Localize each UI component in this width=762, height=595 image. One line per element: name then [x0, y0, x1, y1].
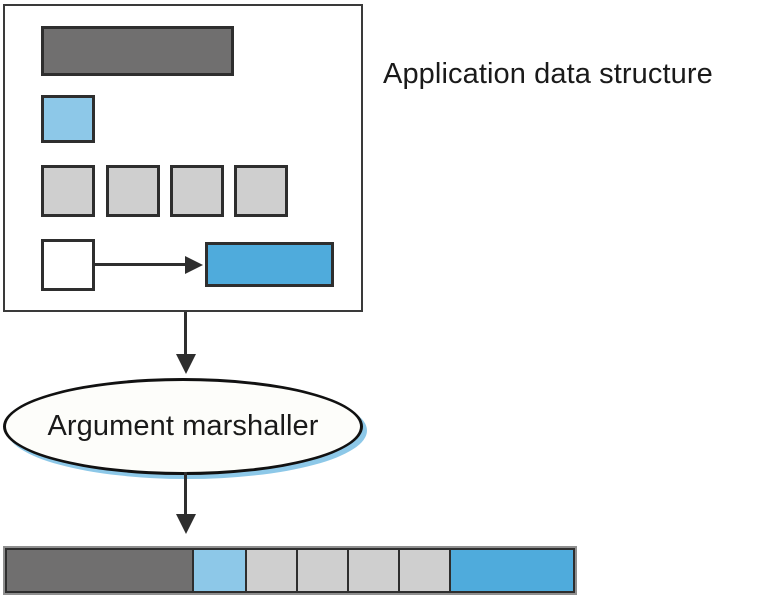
stream-segment-gray-4	[398, 548, 451, 593]
field-gray-4	[234, 165, 288, 217]
field-gray-2	[106, 165, 160, 217]
field-light-blue	[41, 95, 95, 143]
flow-arrow-line-bottom	[184, 472, 187, 516]
stream-segment-gray-3	[347, 548, 400, 593]
stream-segment-dark	[5, 548, 194, 593]
field-pointer-target	[205, 242, 334, 287]
application-data-structure-box	[3, 4, 363, 312]
field-gray-1	[41, 165, 95, 217]
pointer-arrow-head	[185, 256, 203, 274]
argument-marshaller-label: Argument marshaller	[47, 410, 319, 442]
argument-marshaller-ellipse: Argument marshaller	[3, 378, 363, 475]
field-pointer	[41, 239, 95, 291]
field-wide-dark	[41, 26, 234, 76]
stream-segment-gray-2	[296, 548, 349, 593]
application-data-structure-label: Application data structure	[383, 58, 713, 90]
flow-arrow-line-top	[184, 312, 187, 356]
stream-segment-light-blue	[192, 548, 247, 593]
stream-segment-bright-blue	[449, 548, 575, 593]
serialized-byte-stream	[3, 546, 577, 595]
stream-segment-gray-1	[245, 548, 298, 593]
flow-arrow-head-bottom	[176, 514, 196, 534]
pointer-arrow-line	[93, 263, 187, 266]
field-gray-3	[170, 165, 224, 217]
flow-arrow-head-top	[176, 354, 196, 374]
